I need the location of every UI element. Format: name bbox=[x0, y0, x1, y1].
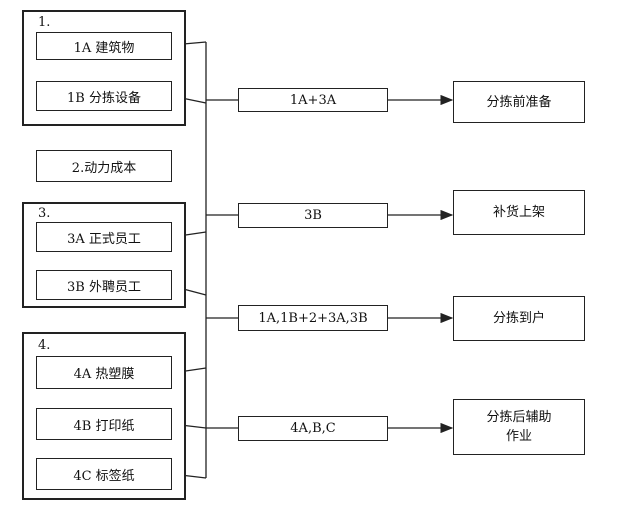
node-4b: 4B 打印纸 bbox=[36, 408, 172, 440]
combo-1: 1A+3A bbox=[238, 88, 388, 112]
output-1: 分拣前准备 bbox=[453, 81, 585, 123]
group-4-label: 4. bbox=[38, 338, 51, 353]
output-4-line-2: 作业 bbox=[505, 429, 532, 444]
output-2: 补货上架 bbox=[453, 190, 585, 235]
combo-2: 3B bbox=[238, 203, 388, 228]
node-4c: 4C 标签纸 bbox=[36, 458, 172, 490]
node-3b: 3B 外聘员工 bbox=[36, 270, 172, 300]
output-4: 分拣后辅助 作业 bbox=[453, 399, 585, 455]
output-2-text: 补货上架 bbox=[492, 205, 545, 220]
group-3-label: 3. bbox=[38, 206, 51, 221]
combo-3: 1A,1B+2+3A,3B bbox=[238, 305, 388, 331]
output-1-text: 分拣前准备 bbox=[486, 94, 552, 110]
node-2: 2.动力成本 bbox=[36, 150, 172, 182]
combo-4: 4A,B,C bbox=[238, 416, 388, 441]
group-1-label: 1. bbox=[38, 15, 51, 30]
node-1b: 1B 分拣设备 bbox=[36, 81, 172, 111]
node-3a: 3A 正式员工 bbox=[36, 222, 172, 252]
output-3-text: 分拣到户 bbox=[492, 311, 545, 326]
node-1a: 1A 建筑物 bbox=[36, 32, 172, 60]
output-3: 分拣到户 bbox=[453, 296, 585, 341]
node-4a: 4A 热塑膜 bbox=[36, 356, 172, 389]
output-4-line-1: 分拣后辅助 bbox=[486, 410, 552, 425]
